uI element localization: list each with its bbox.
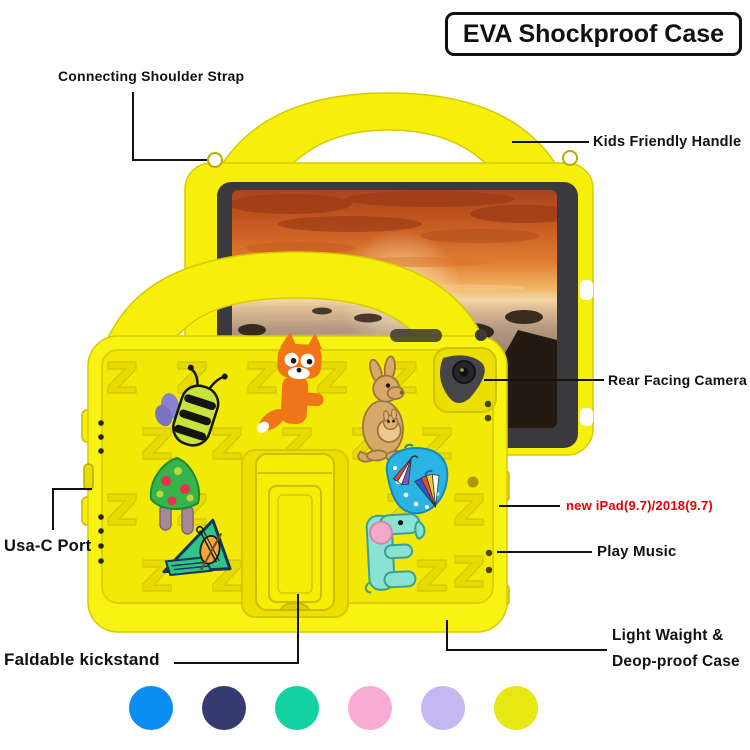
- sunset-clouds: [232, 191, 557, 292]
- charm-kangaroo-icon: [357, 355, 407, 463]
- callout-lines: [52, 92, 607, 664]
- usb-c-port: [83, 463, 94, 491]
- front-case: [81, 251, 510, 633]
- label-compatibility: new iPad(9.7)/2018(9.7): [566, 498, 713, 513]
- charm-apple-tree-icon: [149, 456, 201, 535]
- strap-hole-left: [207, 152, 223, 168]
- handle-junction-slot: [390, 329, 442, 342]
- side-button-notch-2: [580, 408, 593, 426]
- label-kickstand: Faldable kickstand: [4, 650, 160, 669]
- charm-elephant-icon: [364, 513, 426, 594]
- charm-violin-icon: [162, 518, 232, 577]
- color-options: [129, 686, 538, 730]
- handle-screw: [475, 329, 487, 341]
- kickstand-notch: [280, 602, 310, 611]
- kickstand-plate: [255, 453, 335, 611]
- color-swatch-navy: [202, 686, 246, 730]
- speaker-hole-right-2: [485, 566, 493, 574]
- camera-mic-hole-2: [484, 414, 492, 422]
- callout-line-kickstand: [174, 594, 299, 664]
- page-title: EVA Shockproof Case: [445, 12, 742, 56]
- charm-fox-icon: [256, 331, 324, 433]
- charm-umbrellas-icon: [385, 443, 449, 515]
- strap-hole-right: [562, 150, 578, 166]
- kickstand: [241, 449, 349, 618]
- side-button-notch: [580, 280, 593, 300]
- callout-line-durability: [446, 620, 607, 651]
- callout-line-shoulder-strap: [132, 92, 207, 161]
- label-shoulder-strap: Connecting Shoulder Strap: [58, 68, 245, 84]
- charm-bee-icon: [155, 364, 228, 447]
- label-usb-port: Usa-C Port: [4, 537, 92, 555]
- camera-mic-hole: [484, 400, 492, 408]
- label-durability-line1: Light Waight &: [612, 627, 724, 644]
- edge-button: [467, 476, 479, 488]
- speaker-holes-left: [98, 420, 104, 564]
- callout-line-usb-port: [52, 488, 92, 530]
- label-play-music: Play Music: [597, 543, 677, 560]
- color-swatch-blue: [129, 686, 173, 730]
- rear-camera: [433, 347, 497, 422]
- color-swatch-pink: [348, 686, 392, 730]
- label-durability-line2: Deop-proof Case: [612, 653, 740, 670]
- speaker-hole-right: [485, 549, 493, 557]
- label-rear-camera: Rear Facing Camera: [608, 372, 747, 388]
- label-kids-handle: Kids Friendly Handle: [593, 134, 742, 150]
- color-swatch-lavender: [421, 686, 465, 730]
- color-swatch-yellow: [494, 686, 538, 730]
- color-swatch-teal: [275, 686, 319, 730]
